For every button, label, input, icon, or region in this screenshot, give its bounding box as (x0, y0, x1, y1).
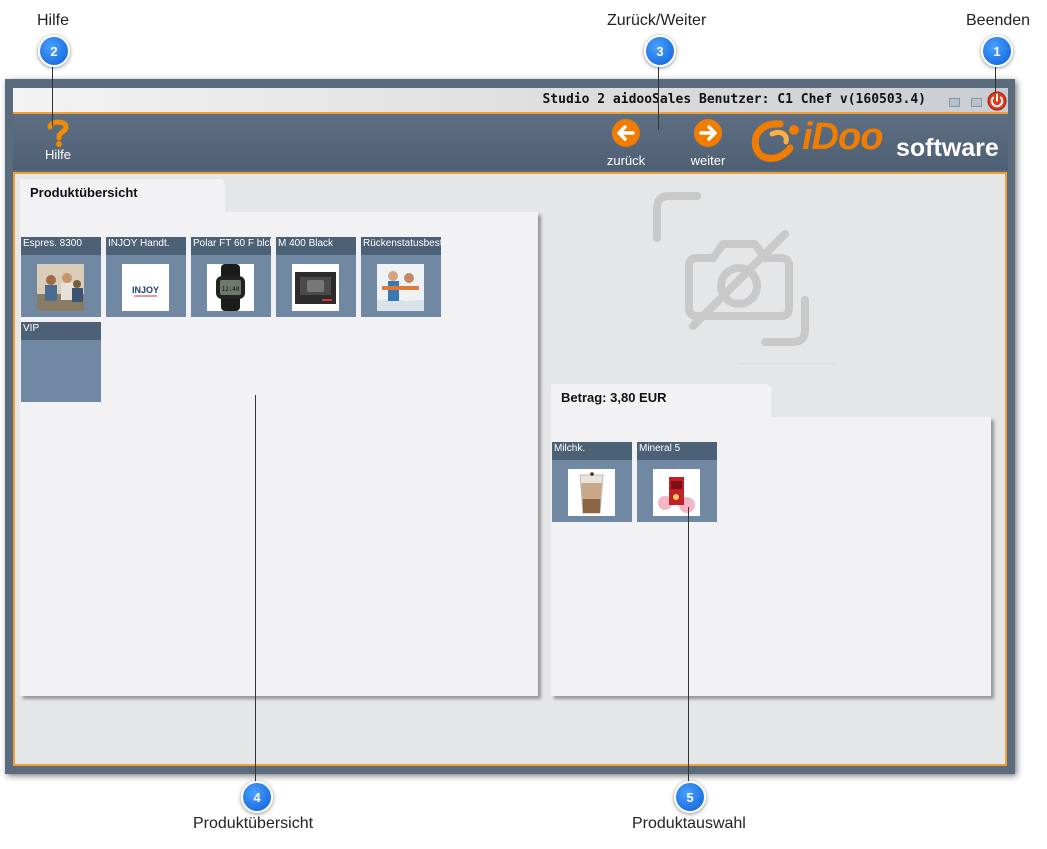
product-tile[interactable]: Milchk. (552, 442, 632, 522)
forward-label: weiter (690, 153, 726, 168)
product-name: Rückenstatusbestimmung (361, 237, 441, 255)
device-box-photo-icon (292, 264, 339, 311)
leader-line-overview (255, 395, 256, 787)
callout-badge-hilfe: 2 (38, 35, 70, 67)
toolbar: Hilfe zurück weiter iDoo software (13, 114, 1008, 170)
title-bar: Studio 2 aidooSales Benutzer: C1 Chef v(… (13, 88, 1008, 114)
aidoo-logo: iDoo software (750, 116, 999, 166)
product-name: Espres. 8300 (21, 237, 101, 255)
product-selection-panel: Milchk. Mineral 5 (551, 417, 991, 696)
no-camera-icon (653, 192, 835, 364)
product-name: Polar FT 60 F blck (191, 237, 271, 255)
arrow-right-icon (694, 119, 722, 147)
leader-line-beenden (995, 64, 996, 92)
callout-label-navigation: Zurück/Weiter (607, 12, 707, 29)
product-tile[interactable]: INJOY Handt. INJOY (106, 237, 186, 317)
back-button[interactable]: zurück (604, 118, 648, 168)
back-label: zurück (606, 153, 646, 168)
arrow-left-icon (612, 119, 640, 147)
aidoo-swoosh-icon (751, 120, 799, 162)
logo-suffix: software (896, 134, 999, 162)
product-tile[interactable]: Mineral 5 (637, 442, 717, 522)
product-name: Milchk. (552, 442, 632, 460)
maximize-button[interactable] (971, 98, 982, 107)
product-tile[interactable]: Espres. 8300 (21, 237, 101, 317)
power-icon[interactable] (986, 89, 1008, 111)
latte-glass-photo-icon (568, 469, 615, 516)
callout-badge-overview: 4 (241, 781, 273, 813)
help-button[interactable]: Hilfe (40, 118, 76, 162)
callout-label-hilfe: Hilfe (37, 12, 70, 29)
tab-produktuebersicht[interactable]: Produktübersicht (20, 179, 225, 214)
callout-badge-beenden: 1 (981, 35, 1013, 67)
app-window: Studio 2 aidooSales Benutzer: C1 Chef v(… (5, 79, 1015, 774)
back-exam-photo-icon (377, 264, 424, 311)
minimize-button[interactable] (949, 98, 960, 107)
callout-label-beenden: Beenden (966, 12, 1031, 29)
product-tile[interactable]: Polar FT 60 F blck 12:40 (191, 237, 271, 317)
mineral-drink-photo-icon (653, 469, 700, 516)
forward-button[interactable]: weiter (686, 118, 730, 168)
callout-label-selection: Produktauswahl (632, 815, 746, 832)
product-name: VIP (21, 322, 101, 340)
people-photo-icon (37, 264, 84, 311)
product-tile[interactable]: Rückenstatusbestimmung (361, 237, 441, 317)
help-label: Hilfe (44, 147, 71, 162)
leader-line-navigation (658, 64, 659, 130)
product-overview-panel: Espres. 8300 INJOY Handt. IN (20, 212, 538, 696)
callout-badge-navigation: 3 (644, 35, 676, 67)
callout-label-overview: Produktübersicht (193, 815, 314, 832)
product-tile[interactable]: M 400 Black (276, 237, 356, 317)
leader-line-selection (688, 507, 689, 787)
product-tile[interactable]: VIP (21, 322, 101, 402)
help-icon (47, 119, 69, 147)
watch-photo-icon: 12:40 (207, 264, 254, 311)
tab-betrag[interactable]: Betrag: 3,80 EUR (551, 384, 771, 419)
window-title: Studio 2 aidooSales Benutzer: C1 Chef v(… (542, 92, 926, 107)
injoy-logo-icon: INJOY (122, 264, 169, 311)
product-name: INJOY Handt. (106, 237, 186, 255)
main-area: Produktübersicht Espres. 8300 INJOY Hand… (13, 172, 1007, 766)
leader-line-hilfe (52, 64, 53, 126)
callout-badge-selection: 5 (674, 781, 706, 813)
product-name: Mineral 5 (637, 442, 717, 460)
svg-text:12:40: 12:40 (221, 286, 239, 293)
product-name: M 400 Black (276, 237, 356, 255)
svg-text:INJOY: INJOY (132, 285, 159, 295)
logo-brand: iDoo (802, 116, 883, 158)
